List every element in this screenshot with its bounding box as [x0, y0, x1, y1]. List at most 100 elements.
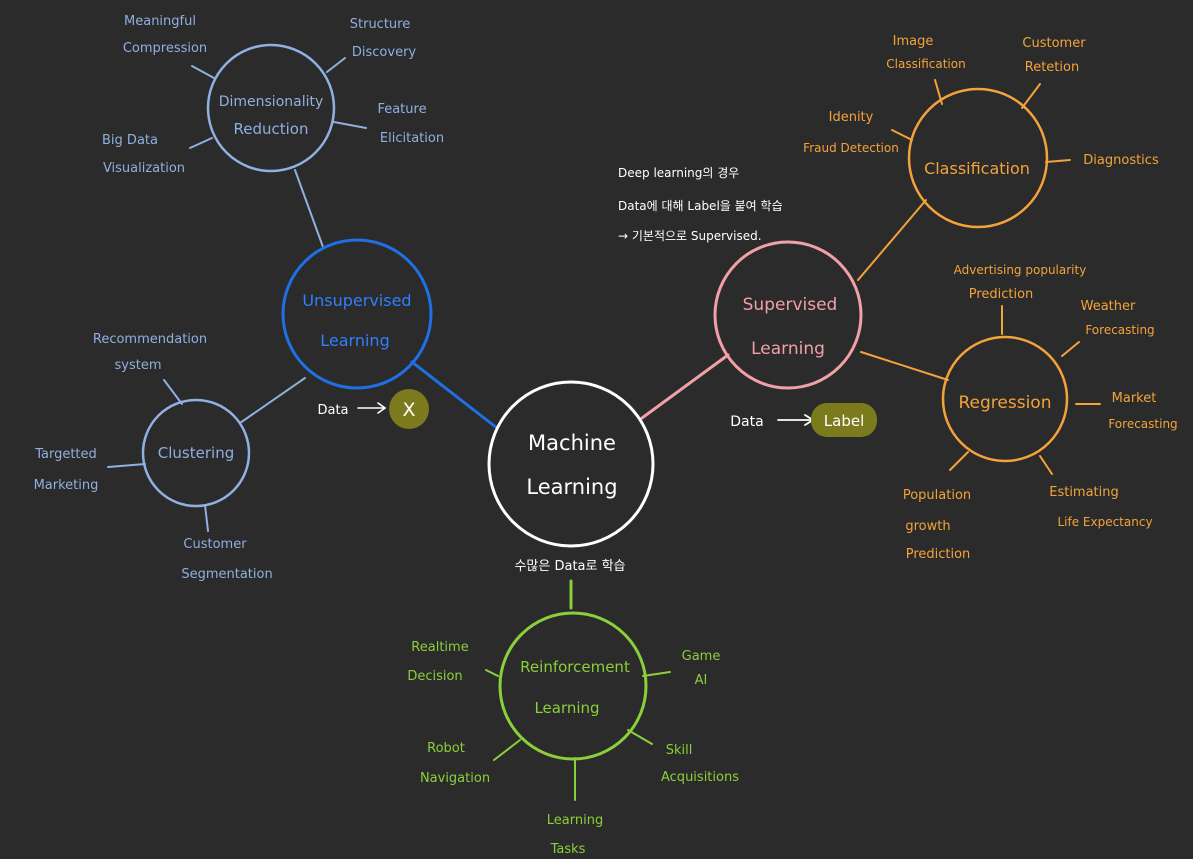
connector-reg-leaf — [949, 451, 969, 471]
connector-reg-leaf — [1039, 455, 1053, 475]
connector-rl-leaf — [627, 729, 653, 745]
unsupervised-title-line1: Unsupervised — [302, 291, 411, 310]
dimensionality-title-line1: Dimensionality — [219, 94, 324, 110]
leaf-label: Retetion — [1025, 60, 1079, 75]
leaf-label: Decision — [407, 669, 462, 684]
supervised-title-line2: Learning — [751, 339, 825, 359]
leaf-label: Marketing — [34, 478, 99, 493]
center-title-line1: Machine — [528, 431, 616, 455]
leaf-label: Visualization — [103, 161, 185, 176]
classification-title: Classification — [924, 159, 1030, 178]
center-note: 수많은 Data로 학습 — [514, 559, 625, 574]
leaf-label: Image — [893, 34, 934, 49]
label-highlight — [811, 403, 877, 437]
leaf-label: Classification — [886, 57, 965, 71]
connector-sup-reg — [860, 351, 949, 381]
leaf-label: Advertising popularity — [954, 263, 1087, 277]
leaf-label: Elicitation — [380, 131, 444, 146]
connector-dim-leaf — [333, 121, 367, 129]
leaf-label: Skill — [666, 743, 693, 758]
supervised-result: Label — [824, 412, 864, 430]
leaf-label: Fraud Detection — [803, 141, 899, 155]
classification-node — [907, 87, 1049, 229]
arrow-head — [377, 402, 387, 414]
leaf-label: Idenity — [829, 110, 874, 125]
connector-sup-class — [857, 199, 927, 281]
connector-center-unsupervised — [410, 360, 499, 430]
leaf-label: Acquisitions — [661, 770, 739, 785]
connectors — [107, 57, 1101, 801]
reinforcement-title-line1: Reinforcement — [520, 658, 630, 676]
clustering-node — [141, 398, 251, 508]
leaf-label: Recommendation — [93, 332, 207, 347]
leaf-label: Forecasting — [1108, 417, 1177, 431]
supervised-node — [713, 240, 863, 390]
regression-title: Regression — [959, 393, 1052, 413]
connector-rl-leaf — [642, 671, 671, 677]
connector-rl-leaf — [485, 669, 499, 677]
x-highlight — [389, 389, 429, 429]
leaf-label: Customer — [183, 537, 247, 552]
leaf-label: Compression — [123, 41, 207, 56]
leaf-label: Estimating — [1049, 485, 1119, 500]
unsupervised-result: X — [402, 399, 415, 421]
dimensionality-title-line2: Reduction — [234, 120, 309, 138]
leaf-label: Structure — [350, 17, 410, 32]
clustering-title: Clustering — [158, 444, 234, 462]
leaf-label: Customer — [1022, 36, 1086, 51]
leaf-label: Forecasting — [1085, 323, 1154, 337]
connector-dim-leaf — [326, 57, 346, 73]
labels: Machine Learning 수많은 Data로 학습 Unsupervis… — [34, 14, 1178, 857]
leaf-label: Discovery — [352, 45, 417, 60]
leaf-label: Meaningful — [124, 14, 196, 29]
connector-dim-leaf — [191, 65, 215, 79]
leaf-label: Feature — [377, 102, 426, 117]
reinforcement-node — [498, 611, 648, 761]
leaf-label: Prediction — [906, 547, 971, 562]
connector-class-leaf — [1045, 159, 1071, 163]
leaf-label: Realtime — [411, 640, 468, 655]
connector-clust-leaf — [107, 463, 146, 468]
leaf-label: AI — [695, 673, 708, 688]
connector-class-leaf — [1021, 83, 1041, 109]
connector-dim-leaf — [189, 137, 213, 149]
center-node — [487, 380, 655, 548]
leaf-label: Learning — [547, 813, 603, 828]
connector-rl-leaf — [493, 739, 521, 761]
leaf-label: Targetted — [34, 447, 97, 462]
leaf-label: Game — [682, 649, 721, 664]
leaf-label: Robot — [427, 741, 465, 756]
connector-reg-leaf — [1061, 341, 1080, 357]
connector-clust-leaf — [163, 379, 183, 405]
leaf-label: Diagnostics — [1083, 153, 1159, 168]
reinforcement-title-line2: Learning — [534, 699, 599, 717]
connector-unsup-clust — [239, 377, 306, 424]
unsupervised-node — [281, 238, 433, 390]
leaf-label: Tasks — [550, 842, 586, 857]
connector-center-supervised — [640, 353, 730, 420]
leaf-label: Population — [903, 488, 971, 503]
supervised-data-label: Data — [730, 414, 763, 430]
leaf-label: Segmentation — [181, 567, 272, 582]
supervised-title-line1: Supervised — [743, 295, 838, 315]
leaf-label: growth — [905, 519, 950, 534]
center-title-line2: Learning — [526, 475, 617, 499]
leaf-label: Life Expectancy — [1057, 515, 1152, 529]
leaf-label: Big Data — [102, 133, 158, 148]
supervised-note-line2: Data에 대해 Label을 붙여 학습 — [618, 199, 783, 213]
leaf-label: Weather — [1081, 299, 1136, 314]
leaf-label: system — [115, 358, 162, 373]
unsupervised-data-label: Data — [317, 403, 348, 418]
connector-class-leaf — [891, 129, 913, 141]
unsupervised-title-line2: Learning — [320, 331, 389, 350]
dimensionality-node — [206, 43, 336, 173]
leaf-label: Navigation — [420, 771, 490, 786]
leaf-label: Prediction — [969, 287, 1034, 302]
leaf-label: Market — [1112, 391, 1157, 406]
supervised-note-line1: Deep learning의 경우 — [618, 166, 739, 180]
connector-clust-leaf — [204, 504, 209, 532]
nodes — [141, 43, 1069, 761]
connector-unsup-dim — [294, 169, 324, 248]
regression-node — [941, 335, 1069, 463]
